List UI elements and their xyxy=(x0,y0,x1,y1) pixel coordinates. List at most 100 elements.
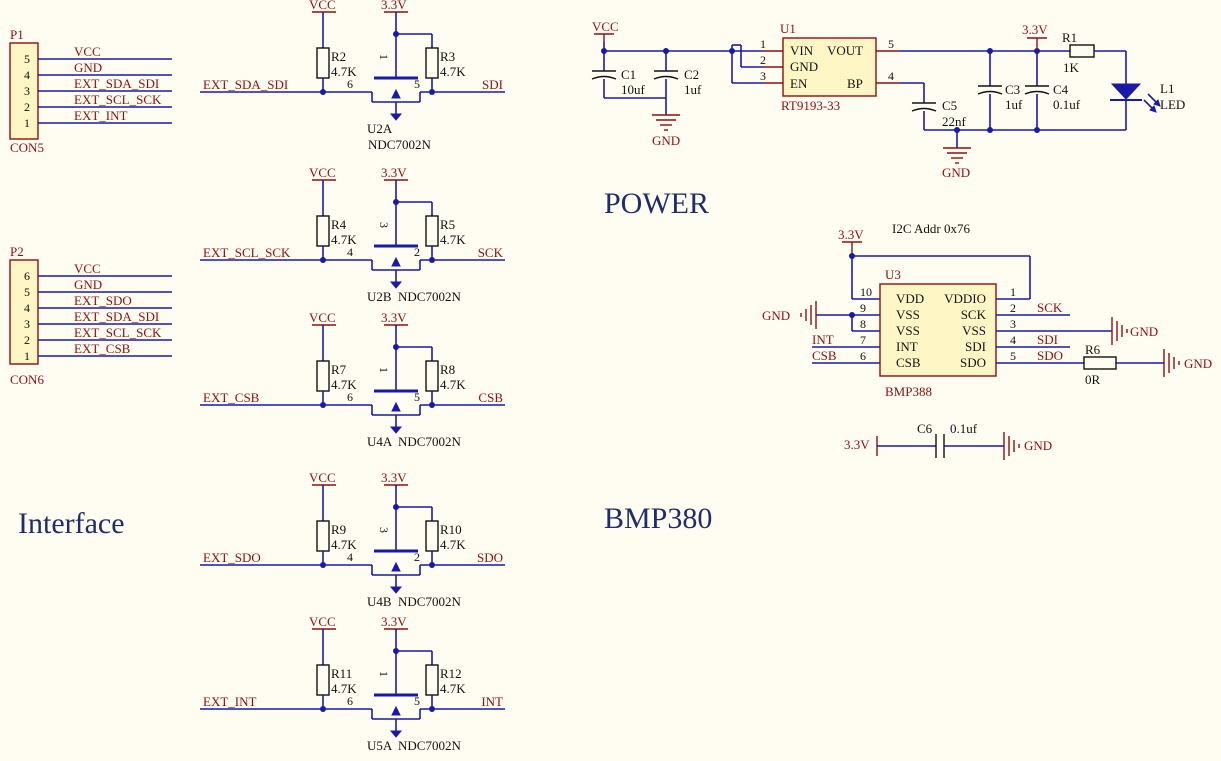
pullup-resistor-b xyxy=(425,360,439,392)
fet-ref: U2B xyxy=(367,289,392,304)
v33-label: 3.3V xyxy=(381,0,407,12)
fet-part: NDC7002N xyxy=(398,594,461,609)
c6-3v3-label: 3.3V xyxy=(844,437,870,452)
gate-pin-number: 1 xyxy=(377,671,391,677)
u1-num-2: 2 xyxy=(760,53,766,67)
r6-ref: R6 xyxy=(1085,342,1101,357)
ra-ref: R4 xyxy=(331,217,347,232)
pullup-resistor-a xyxy=(316,360,330,392)
p1-net-label: GND xyxy=(74,60,102,75)
p1-body xyxy=(9,42,39,140)
p1-net-label: EXT_SCL_SCK xyxy=(74,92,162,107)
u3-left-pin-name: CSB xyxy=(896,355,921,370)
u3-right-pin-name: SDI xyxy=(965,339,986,354)
u3-right-pin-number: 5 xyxy=(1010,349,1016,363)
c6-val: 0.1uf xyxy=(950,421,978,436)
p1-pin-number: 4 xyxy=(24,68,30,82)
rb-value: 4.7K xyxy=(440,377,466,392)
section-title-bmp: BMP380 xyxy=(604,502,712,535)
p2-net-label: EXT_SDA_SDI xyxy=(74,309,159,324)
input-net-label: EXT_SDA_SDI xyxy=(203,77,288,92)
p1-pin-number: 2 xyxy=(24,100,30,114)
fet-part: NDC7002N xyxy=(398,434,461,449)
rb-value: 4.7K xyxy=(440,537,466,552)
ra-value: 4.7K xyxy=(331,377,357,392)
u3-left-pin-number: 10 xyxy=(860,285,872,299)
ra-ref: R7 xyxy=(331,362,347,377)
u1-num-3: 3 xyxy=(760,69,766,83)
output-net-label: SDI xyxy=(482,77,503,92)
u1-pin-vin: VIN xyxy=(790,43,814,58)
c1-val: 10uf xyxy=(621,82,646,97)
p2-body xyxy=(9,259,39,365)
power-vcc-label: VCC xyxy=(592,19,619,34)
c2-val: 1uf xyxy=(684,82,702,97)
sensor-section: 3.3V U3 BMP388 VDD10VSS9VSS8INT7CSB6VDDI… xyxy=(762,227,1212,460)
p2-net-label: EXT_CSB xyxy=(74,341,131,356)
pullup-resistor-b xyxy=(425,664,439,696)
fet-ref: U4A xyxy=(367,434,393,449)
source-pin-number: 6 xyxy=(347,390,353,404)
p2-pin-number: 2 xyxy=(24,333,30,347)
sensor-net-int: INT xyxy=(812,332,834,347)
source-pin-number: 4 xyxy=(347,550,353,564)
fet-ref: U4B xyxy=(367,594,392,609)
junction-dot xyxy=(320,89,326,95)
source-pin-number: 6 xyxy=(347,77,353,91)
l1-val: LED xyxy=(1160,97,1185,112)
fet-part: NDC7002N xyxy=(398,289,461,304)
junction-dot xyxy=(429,89,435,95)
junction-dot xyxy=(429,402,435,408)
input-net-label: EXT_SDO xyxy=(203,550,261,565)
sensor-gnd-left-label: GND xyxy=(762,308,790,323)
p1-net-label: EXT_SDA_SDI xyxy=(74,76,159,91)
u3-left-pin-number: 7 xyxy=(860,333,866,347)
l1-ref: L1 xyxy=(1160,81,1174,96)
pullup-resistor-a xyxy=(316,520,330,552)
p2-pin-number: 4 xyxy=(24,301,30,315)
vcc-label: VCC xyxy=(309,0,336,12)
input-net-label: EXT_INT xyxy=(203,694,256,709)
u1-num-1: 1 xyxy=(760,37,766,51)
junction-dot xyxy=(429,706,435,712)
u3-right-pin-number: 3 xyxy=(1010,317,1016,331)
junction-dot xyxy=(320,402,326,408)
ra-value: 4.7K xyxy=(331,64,357,79)
c5-val: 22nf xyxy=(942,114,967,129)
junction-dot xyxy=(429,562,435,568)
p1-net-label: EXT_INT xyxy=(74,108,127,123)
vout-3v3-label: 3.3V xyxy=(1022,22,1048,37)
p2-net-label: GND xyxy=(74,277,102,292)
p1-net-label: VCC xyxy=(74,44,101,59)
p2-net-label: VCC xyxy=(74,261,101,276)
p2-ref: P2 xyxy=(10,244,24,259)
p2-net-label: EXT_SCL_SCK xyxy=(74,325,162,340)
ra-value: 4.7K xyxy=(331,232,357,247)
v33-label: 3.3V xyxy=(381,310,407,325)
junction-dot xyxy=(320,562,326,568)
junction-dot xyxy=(320,706,326,712)
gate-pin-number: 3 xyxy=(377,222,391,228)
fet-arrow xyxy=(391,561,401,572)
u3-left-pin-number: 9 xyxy=(860,301,866,315)
p2-net-label: EXT_SDO xyxy=(74,293,132,308)
rb-ref: R12 xyxy=(440,666,462,681)
i2c-address-note: I2C Addr 0x76 xyxy=(892,221,971,236)
c4-ref: C4 xyxy=(1053,82,1069,97)
power-section: VCC C1 10uf C2 1uf GND xyxy=(591,19,1185,180)
u3-left-pin-name: VDD xyxy=(896,291,924,306)
sensor-gnd-right-label: GND xyxy=(1130,324,1158,339)
p2-pin-number: 1 xyxy=(24,349,30,363)
input-net-label: EXT_CSB xyxy=(203,390,260,405)
section-title-interface: Interface xyxy=(18,507,125,540)
u3-body xyxy=(879,283,997,377)
p2-pin-number: 6 xyxy=(24,269,30,283)
rb-ref: R10 xyxy=(440,522,462,537)
fet-arrow xyxy=(391,256,401,267)
